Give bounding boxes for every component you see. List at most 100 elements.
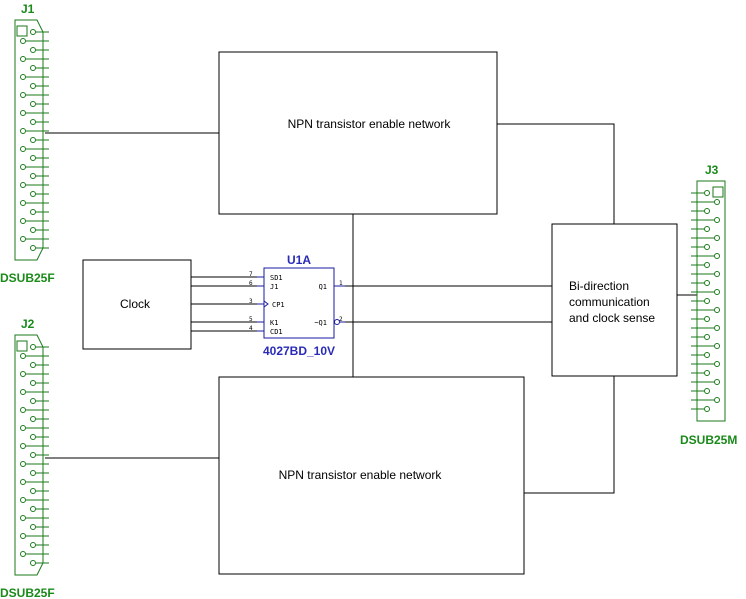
connector-pin-icon (20, 92, 26, 98)
connector-pin-icon (20, 110, 26, 116)
connector-pin-icon (704, 190, 710, 196)
connector-pin-icon (30, 524, 36, 530)
connector-pin-icon (20, 128, 26, 134)
connector-pin-icon (20, 56, 26, 62)
connector-pin-icon (714, 217, 720, 223)
ic-part-label: 4027BD_10V (263, 344, 335, 358)
connector-pin-icon (30, 542, 36, 548)
connector-pin-icon (30, 560, 36, 566)
pin-num-6: 6 (249, 280, 253, 287)
pin-name-j1: J1 (270, 283, 278, 291)
ic-ref-label: U1A (287, 253, 311, 267)
j3-connector-body (691, 180, 726, 422)
wire-npn-bottom-to-bidir (524, 376, 615, 494)
connector-pin-icon (704, 388, 710, 394)
ic-u1a: U1A SD1 J1 CP1 K1 CD1 Q1 ~Q1 7 6 3 5 4 1… (249, 253, 345, 358)
connector-pin-icon (704, 334, 710, 340)
pin-num-5: 5 (249, 316, 253, 323)
bidir-comm-block: Bi-direction communication and clock sen… (551, 223, 678, 377)
connector-pin-icon (30, 191, 36, 197)
connector-pin-icon (20, 236, 26, 242)
connector-shell (696, 180, 726, 422)
j1-type-label: DSUB25F (0, 271, 55, 285)
connector-pin-icon (30, 488, 36, 494)
connector-pin-icon (30, 470, 36, 476)
ic-body (263, 267, 335, 339)
connector-pin-icon (30, 380, 36, 386)
j3-ref-label: J3 (705, 163, 719, 177)
npn-bottom-label: NPN transistor enable network (279, 468, 443, 482)
connector-pin-icon (714, 289, 720, 295)
connector-pin-icon (20, 443, 26, 449)
connector-pin-icon (30, 101, 36, 107)
connector-pin-icon (30, 119, 36, 125)
pin-num-3: 3 (249, 298, 253, 305)
npn-top-label: NPN transistor enable network (288, 117, 452, 131)
connector-pin-icon (30, 209, 36, 215)
connector-pin-icon (30, 416, 36, 422)
npn-enable-network-bottom: NPN transistor enable network (218, 376, 525, 575)
connector-pin-icon (704, 262, 710, 268)
connector-pin-icon (20, 389, 26, 395)
connector-pin-icon (714, 235, 720, 241)
connector-pin-icon (30, 398, 36, 404)
connector-pin-icon (714, 253, 720, 259)
connector-pin-icon (20, 353, 26, 359)
connector-pin-icon (20, 200, 26, 206)
wire-npn-top-to-bidir (497, 123, 615, 224)
connector-pin-icon (20, 182, 26, 188)
connector-pin-icon (20, 497, 26, 503)
bidir-line-1: Bi-direction (569, 279, 629, 293)
connector-pin-icon (704, 280, 710, 286)
pin-name-cd1: CD1 (270, 328, 283, 336)
connector-pin-icon (704, 316, 710, 322)
connector-pin-icon (20, 407, 26, 413)
connector-pin-icon (704, 406, 710, 412)
connector-pin-icon (30, 344, 36, 350)
connector-j3: J3 DSUB25M (680, 163, 737, 447)
connector-pin-icon (30, 173, 36, 179)
connector-pin-icon (20, 371, 26, 377)
connector-pin-icon (704, 208, 710, 214)
connector-pin-icon (714, 199, 720, 205)
connector-pin-icon (20, 74, 26, 80)
connector-pin-icon (20, 164, 26, 170)
npn-enable-network-top: NPN transistor enable network (218, 51, 498, 215)
pin-num-4: 4 (249, 325, 253, 332)
connector-pin-icon (20, 38, 26, 44)
pin-name-sd1: SD1 (270, 274, 283, 282)
j2-type-label: DSUB25F (0, 586, 55, 599)
connector-j1: J1 DSUB25F (0, 2, 55, 285)
connector-pin-icon (30, 47, 36, 53)
wires (45, 123, 697, 494)
connector-pin-icon (704, 298, 710, 304)
connector-pin-icon (30, 434, 36, 440)
connector-pin-icon (30, 155, 36, 161)
connector-pin-icon (30, 65, 36, 71)
pin-num-2: 2 (339, 316, 343, 323)
connector-pin-icon (704, 352, 710, 358)
connector-pin-icon (20, 515, 26, 521)
connector-pin-icon (30, 245, 36, 251)
connector-pin-icon (30, 227, 36, 233)
connector-pin-icon (714, 271, 720, 277)
pin-name-k1: K1 (270, 319, 278, 327)
j1-connector-body (14, 19, 49, 261)
connector-pin-icon (714, 361, 720, 367)
connector-pin-icon (704, 244, 710, 250)
j1-ref-label: J1 (21, 2, 35, 16)
connector-pin-icon (714, 307, 720, 313)
connector-pin-icon (704, 370, 710, 376)
pin-one-marker-icon (712, 186, 724, 198)
connector-pin-icon (30, 506, 36, 512)
connector-pin-icon (30, 29, 36, 35)
clock-triangle-icon (263, 300, 269, 308)
pin-one-marker-icon (16, 340, 28, 352)
connector-pin-icon (20, 479, 26, 485)
j3-type-label: DSUB25M (680, 433, 737, 447)
connector-j2: J2 DSUB25F (0, 317, 55, 599)
pin-one-marker-icon (16, 25, 28, 37)
connector-pin-icon (30, 137, 36, 143)
clock-label: Clock (120, 297, 151, 311)
